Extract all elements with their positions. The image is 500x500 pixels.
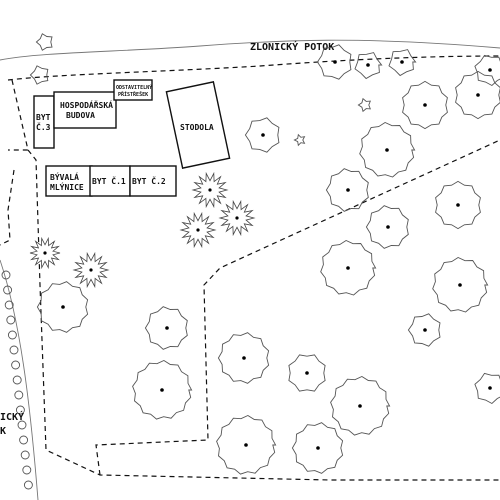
tree-icon [432,256,489,313]
tree-trunk-dot [423,328,427,332]
stream-left-bank [0,259,39,500]
label-mlynice-2: MLÝNICE [50,181,84,192]
stream-tree-icon [4,300,14,310]
stream-tree-icon [19,435,29,445]
tree-icon [132,359,193,420]
label-mlynice-1: BÝVALÁ [50,171,79,182]
tree-trunk-dot [346,266,350,270]
conifer-trunk-dot [208,188,212,192]
stream-tree-icon [1,270,11,280]
tree-icon [36,281,89,333]
tree-trunk-dot [366,63,370,67]
stream-tree-icon [17,420,27,430]
label-pristresek-1: ODSTAVITELNÝ [116,84,152,91]
label-stodola: STODOLA [180,123,214,132]
label-stream-left-2: K [0,426,6,437]
tree-trunk-dot [456,203,460,207]
tree-trunk-dot [346,188,350,192]
tree-trunk-dot [400,60,404,64]
tree-icon [293,133,306,147]
tree-icon [474,54,500,87]
tree-icon [455,70,500,120]
property-boundary [8,79,500,481]
tree-icon [216,414,277,475]
tree-icon [217,332,270,384]
tree-icon [29,65,49,85]
label-stream-top: ZLONICKÝ POTOK [250,40,334,53]
stream-tree-icon [11,360,21,370]
label-byt1: BYT Č.1 [92,175,126,186]
stream-tree-icon [20,450,30,460]
stream-tree-icon [3,285,13,295]
tree-icon [474,372,500,405]
tree-icon [291,422,344,474]
conifer-trunk-dot [235,216,239,220]
tree-trunk-dot [476,93,480,97]
label-hosp-2: BUDOVA [66,111,95,120]
tree-icon [244,117,280,153]
stream-tree-icon [15,405,25,415]
stream-tree-icon [12,375,22,385]
tree-trunk-dot [61,305,65,309]
tree-trunk-dot [261,133,265,137]
tree-trunk-dot [160,388,164,392]
conifer-trunk-dot [43,251,47,255]
building-stodola [165,81,231,169]
tree-trunk-dot [316,446,320,450]
label-byt3-1: BYT [36,113,51,122]
tree-icon [354,52,383,80]
label-byt2: BYT Č.2 [132,175,166,186]
label-byt3-2: Č.3 [36,121,51,132]
stream-tree-icon [7,330,17,340]
tree-icon [144,306,188,350]
tree-icon [330,375,391,436]
property-boundary-left [0,169,15,246]
tree-icon [357,97,371,113]
label-hosp-1: HOSPODÁŘSKÁ [60,99,113,110]
tree-trunk-dot [488,386,492,390]
stream-bank-outer [0,39,500,61]
tree-icon [320,239,377,296]
tree-icon [407,313,441,347]
conifer-trunk-dot [196,228,200,232]
tree-trunk-dot [385,148,389,152]
label-pristresek-2: PŘÍSTŘEŠEK [118,90,148,98]
tree-icon [365,205,409,249]
building-byt-2 [129,165,177,197]
tree-trunk-dot [358,404,362,408]
stream-tree-icon [9,345,19,355]
tree-trunk-dot [488,68,492,72]
tree-icon [35,33,53,51]
tree-trunk-dot [458,283,462,287]
tree-trunk-dot [242,356,246,360]
stream-tree-icon [6,315,16,325]
tree-icon [359,121,416,178]
building-hospodarska-budova [53,91,117,129]
building-pristresek [113,79,153,101]
tree-trunk-dot [386,225,390,229]
stream-tree-icon [14,390,24,400]
tree-icon [288,354,326,392]
conifers-layer [29,171,256,289]
tree-trunk-dot [165,326,169,330]
label-stream-left-1: ICKÝ [0,410,24,423]
trees-layer [29,33,500,475]
stream-left-trees [1,270,33,490]
tree-icon [325,168,369,212]
tree-icon [316,44,352,80]
building-byt-3 [33,95,55,149]
conifer-trunk-dot [89,268,93,272]
tree-icon [435,180,481,230]
tree-trunk-dot [305,371,309,375]
stream-bank-dashed [7,55,500,81]
tree-trunk-dot [244,443,248,447]
tree-trunk-dot [423,103,427,107]
stream-tree-icon [22,465,32,475]
tree-trunk-dot [333,60,337,64]
tree-icon [388,49,417,77]
tree-icon [402,80,448,130]
stream-tree-icon [23,480,33,490]
